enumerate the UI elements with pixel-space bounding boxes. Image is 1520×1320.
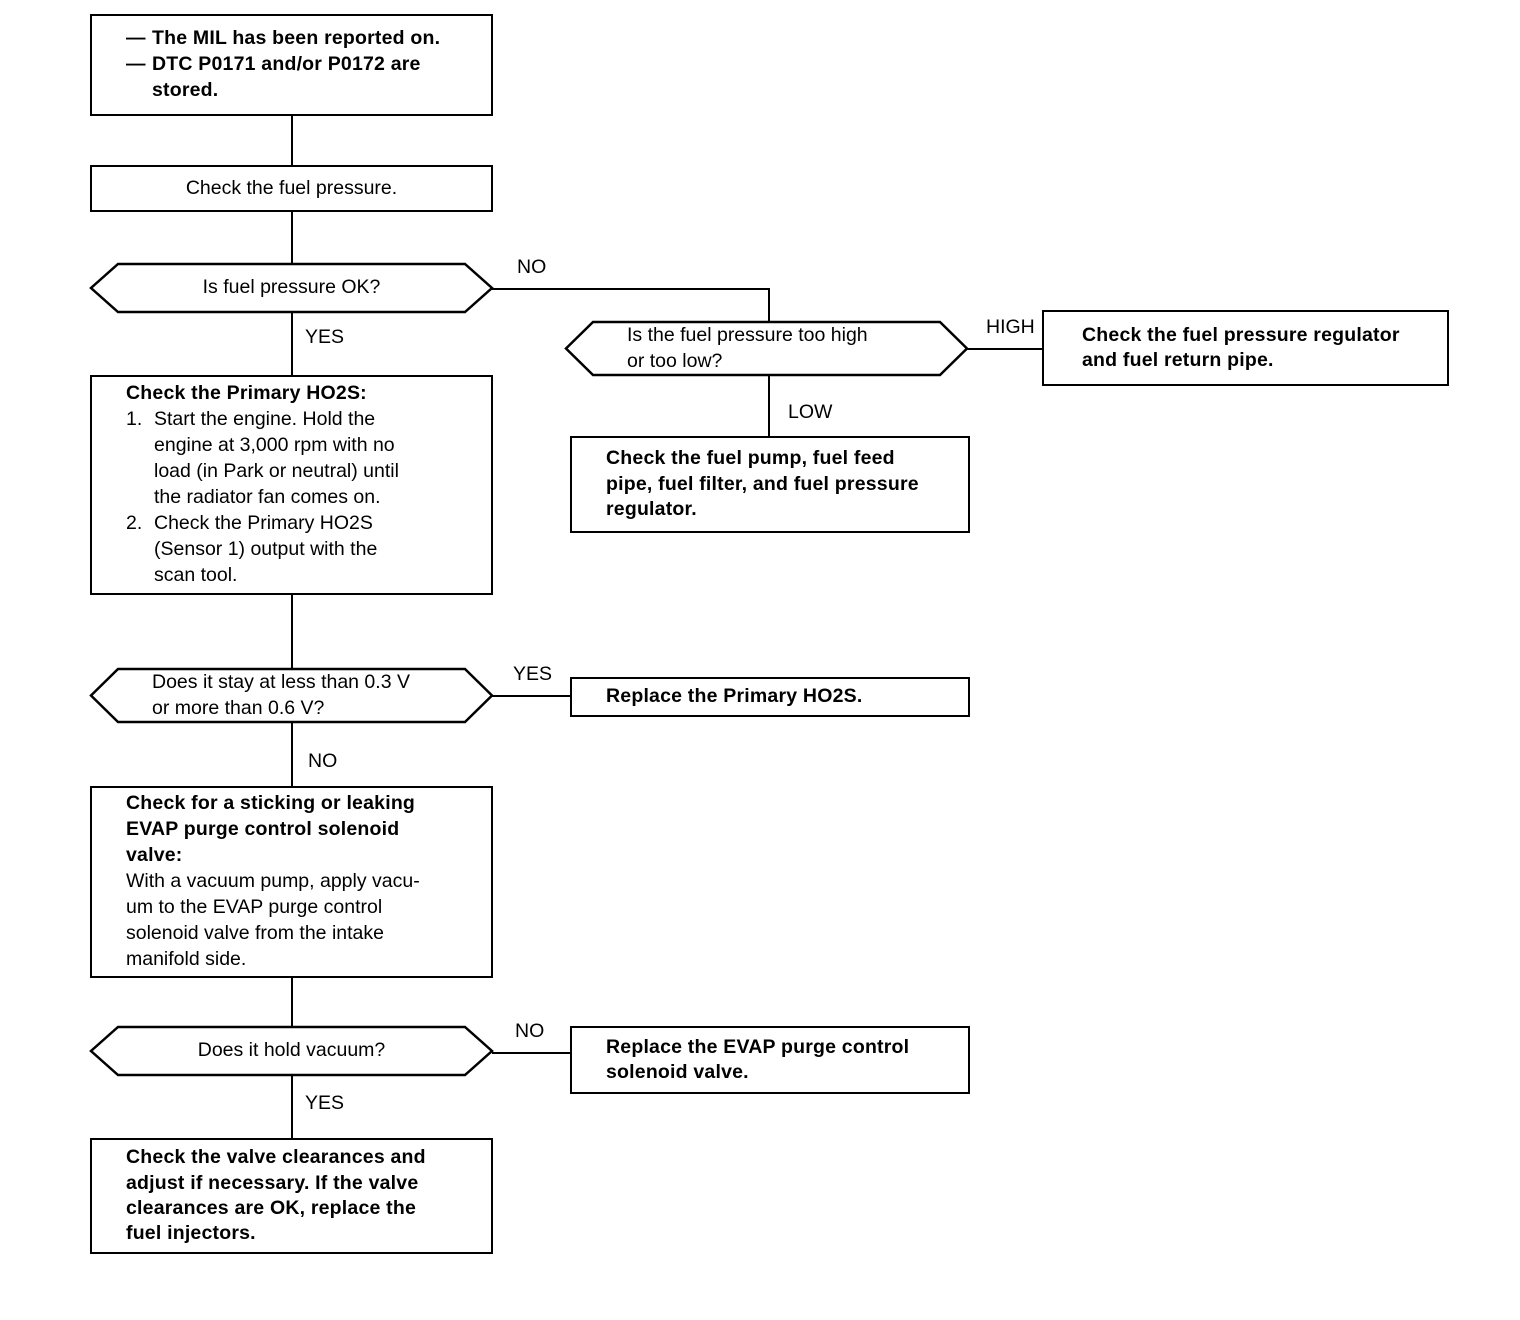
check-regulator-return-pipe-text: Check the fuel pressure regulator and fu… xyxy=(1082,323,1400,371)
node-q-voltage-range: Does it stay at less than 0.3 V or more … xyxy=(89,667,494,724)
hexagon-shape xyxy=(89,262,494,314)
q-voltage-range-text: Does it stay at less than 0.3 V or more … xyxy=(152,670,410,719)
start-item-0-text: The MIL has been reported on. xyxy=(152,27,441,50)
step-number: 1. xyxy=(126,408,143,431)
branch-label-pressure-low: LOW xyxy=(788,401,833,423)
replace-primary-ho2s-text: Replace the Primary HO2S. xyxy=(606,685,863,708)
q-fuel-pressure-ok-text: Is fuel pressure OK? xyxy=(202,276,381,299)
check-pump-feed-filter-text: Check the fuel pump, fuel feed pipe, fue… xyxy=(606,447,919,521)
step-number: 2. xyxy=(126,511,143,534)
node-check-valve-clearances: Check the valve clearances and adjust if… xyxy=(90,1138,493,1254)
branch-label-voltage-yes: YES xyxy=(513,663,553,685)
connector-q1-no-horizontal xyxy=(492,288,770,290)
connector-q2-high-horizontal xyxy=(967,348,1044,350)
check-primary-ho2s-step-0: 1. Start the engine. Hold the engine at … xyxy=(126,407,477,511)
connector-evap-to-q4 xyxy=(291,978,293,1026)
node-q-fuel-pressure-ok: Is fuel pressure OK? xyxy=(89,262,494,314)
start-item-0: — The MIL has been reported on. xyxy=(126,26,479,52)
hexagon-shape xyxy=(89,667,494,724)
node-q-holds-vacuum: Does it hold vacuum? xyxy=(89,1025,494,1077)
connector-start-to-check-pressure xyxy=(291,116,293,165)
connector-q4-yes-vertical xyxy=(291,1076,293,1138)
check-valve-clearances-text: Check the valve clearances and adjust if… xyxy=(126,1146,426,1245)
check-evap-purge-valve-heading: Check for a sticking or leaking EVAP pur… xyxy=(126,792,416,867)
start-item-1: — DTC P0171 and/or P0172 are stored. xyxy=(126,52,479,104)
step-text: Check the Primary HO2S (Sensor 1) output… xyxy=(154,511,378,586)
connector-q3-no-vertical xyxy=(291,723,293,786)
branch-label-fuel-pressure-yes: YES xyxy=(305,326,345,348)
q-holds-vacuum-text: Does it hold vacuum? xyxy=(197,1039,386,1062)
check-primary-ho2s-heading: Check the Primary HO2S: xyxy=(126,382,367,405)
step-text: Start the engine. Hold the engine at 3,0… xyxy=(154,408,399,508)
node-replace-primary-ho2s: Replace the Primary HO2S. xyxy=(570,677,970,717)
connector-q2-low-vertical xyxy=(768,376,770,436)
connector-q4-no-horizontal xyxy=(492,1052,572,1054)
dash-bullet-icon: — xyxy=(126,53,146,76)
dash-bullet-icon: — xyxy=(126,27,146,50)
q-too-high-or-low-text: Is the fuel pressure too high or too low… xyxy=(627,323,868,372)
connector-q1-no-vertical xyxy=(768,288,770,321)
hexagon-shape xyxy=(564,320,969,377)
connector-q3-yes-horizontal xyxy=(492,695,572,697)
node-q-too-high-or-low: Is the fuel pressure too high or too low… xyxy=(564,320,969,377)
branch-label-voltage-no: NO xyxy=(308,750,338,772)
check-fuel-pressure-text: Check the fuel pressure. xyxy=(185,176,398,199)
connector-check-pressure-to-q1 xyxy=(291,212,293,263)
node-check-fuel-pressure: Check the fuel pressure. xyxy=(90,165,493,212)
node-start: — The MIL has been reported on. — DTC P0… xyxy=(90,14,493,116)
connector-ho2s-to-q3 xyxy=(291,595,293,668)
node-check-pump-feed-filter: Check the fuel pump, fuel feed pipe, fue… xyxy=(570,436,970,533)
hexagon-shape xyxy=(89,1025,494,1077)
node-check-regulator-return-pipe: Check the fuel pressure regulator and fu… xyxy=(1042,310,1449,386)
start-item-list: — The MIL has been reported on. — DTC P0… xyxy=(92,26,491,104)
node-check-evap-purge-valve: Check for a sticking or leaking EVAP pur… xyxy=(90,786,493,978)
node-check-primary-ho2s: Check the Primary HO2S: 1. Start the eng… xyxy=(90,375,493,595)
node-replace-evap-purge-valve: Replace the EVAP purge control solenoid … xyxy=(570,1026,970,1094)
branch-label-vacuum-no: NO xyxy=(515,1020,545,1042)
connector-q1-yes-vertical xyxy=(291,313,293,375)
branch-label-pressure-high: HIGH xyxy=(986,316,1035,338)
check-primary-ho2s-step-1: 2. Check the Primary HO2S (Sensor 1) out… xyxy=(126,511,477,589)
start-item-1-text: DTC P0171 and/or P0172 are stored. xyxy=(152,53,421,101)
branch-label-fuel-pressure-no: NO xyxy=(517,256,547,278)
branch-label-vacuum-yes: YES xyxy=(305,1092,345,1114)
replace-evap-purge-valve-text: Replace the EVAP purge control solenoid … xyxy=(606,1035,910,1083)
check-evap-purge-valve-body: With a vacuum pump, apply vacu- um to th… xyxy=(126,870,420,970)
